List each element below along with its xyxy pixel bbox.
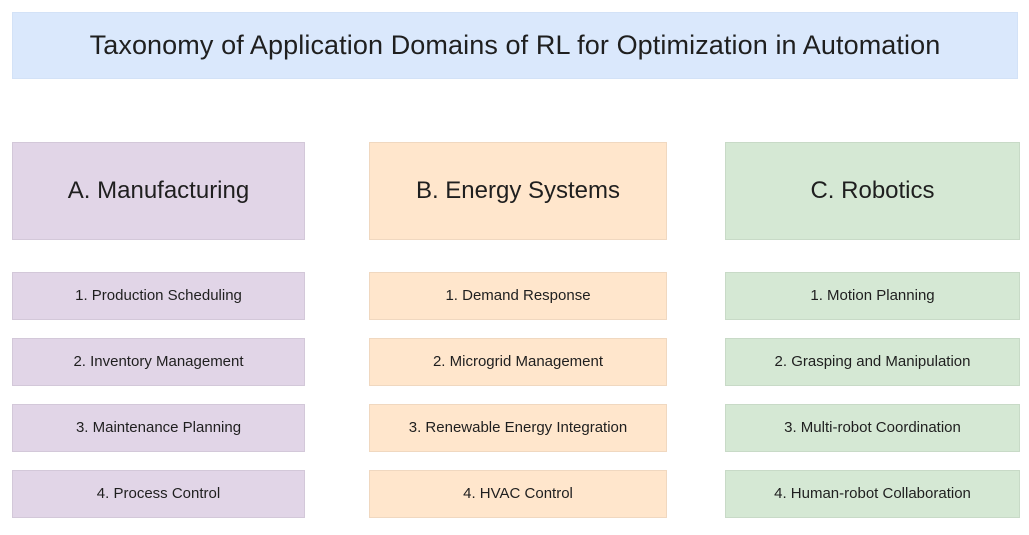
item-label: 1. Motion Planning [810,287,935,304]
column-energy-systems: B. Energy Systems 1. Demand Response 2. … [369,142,667,518]
column-header-energy-systems[interactable]: B. Energy Systems [369,142,667,240]
item-box[interactable]: 3. Maintenance Planning [12,404,305,452]
item-box[interactable]: 2. Grasping and Manipulation [725,338,1020,386]
column-header-label: A. Manufacturing [67,177,250,205]
item-label: 3. Maintenance Planning [75,419,242,436]
item-box[interactable]: 1. Demand Response [369,272,667,320]
item-label: 1. Demand Response [445,287,591,304]
item-list-energy-systems: 1. Demand Response 2. Microgrid Manageme… [369,272,667,518]
diagram-title-text: Taxonomy of Application Domains of RL fo… [89,29,941,60]
item-box[interactable]: 4. Process Control [12,470,305,518]
item-box[interactable]: 3. Multi-robot Coordination [725,404,1020,452]
diagram-title-banner: Taxonomy of Application Domains of RL fo… [12,12,1018,79]
item-box[interactable]: 2. Microgrid Management [369,338,667,386]
item-label: 3. Multi-robot Coordination [784,419,961,436]
column-robotics: C. Robotics 1. Motion Planning 2. Graspi… [725,142,1020,518]
item-box[interactable]: 1. Production Scheduling [12,272,305,320]
item-label: 3. Renewable Energy Integration [408,419,628,436]
item-box[interactable]: 3. Renewable Energy Integration [369,404,667,452]
column-header-label: B. Energy Systems [415,177,621,205]
item-box[interactable]: 2. Inventory Management [12,338,305,386]
item-box[interactable]: 4. HVAC Control [369,470,667,518]
item-list-manufacturing: 1. Production Scheduling 2. Inventory Ma… [12,272,305,518]
item-box[interactable]: 4. Human-robot Collaboration [725,470,1020,518]
column-header-robotics[interactable]: C. Robotics [725,142,1020,240]
column-header-label: C. Robotics [810,177,935,205]
column-manufacturing: A. Manufacturing 1. Production Schedulin… [12,142,305,518]
item-list-robotics: 1. Motion Planning 2. Grasping and Manip… [725,272,1020,518]
item-label: 2. Microgrid Management [432,353,604,370]
item-label: 4. Human-robot Collaboration [774,485,971,502]
item-label: 4. Process Control [96,485,221,502]
item-label: 2. Inventory Management [73,353,244,370]
item-label: 1. Production Scheduling [75,287,242,304]
column-header-manufacturing[interactable]: A. Manufacturing [12,142,305,240]
item-box[interactable]: 1. Motion Planning [725,272,1020,320]
item-label: 4. HVAC Control [463,485,573,502]
item-label: 2. Grasping and Manipulation [774,353,971,370]
